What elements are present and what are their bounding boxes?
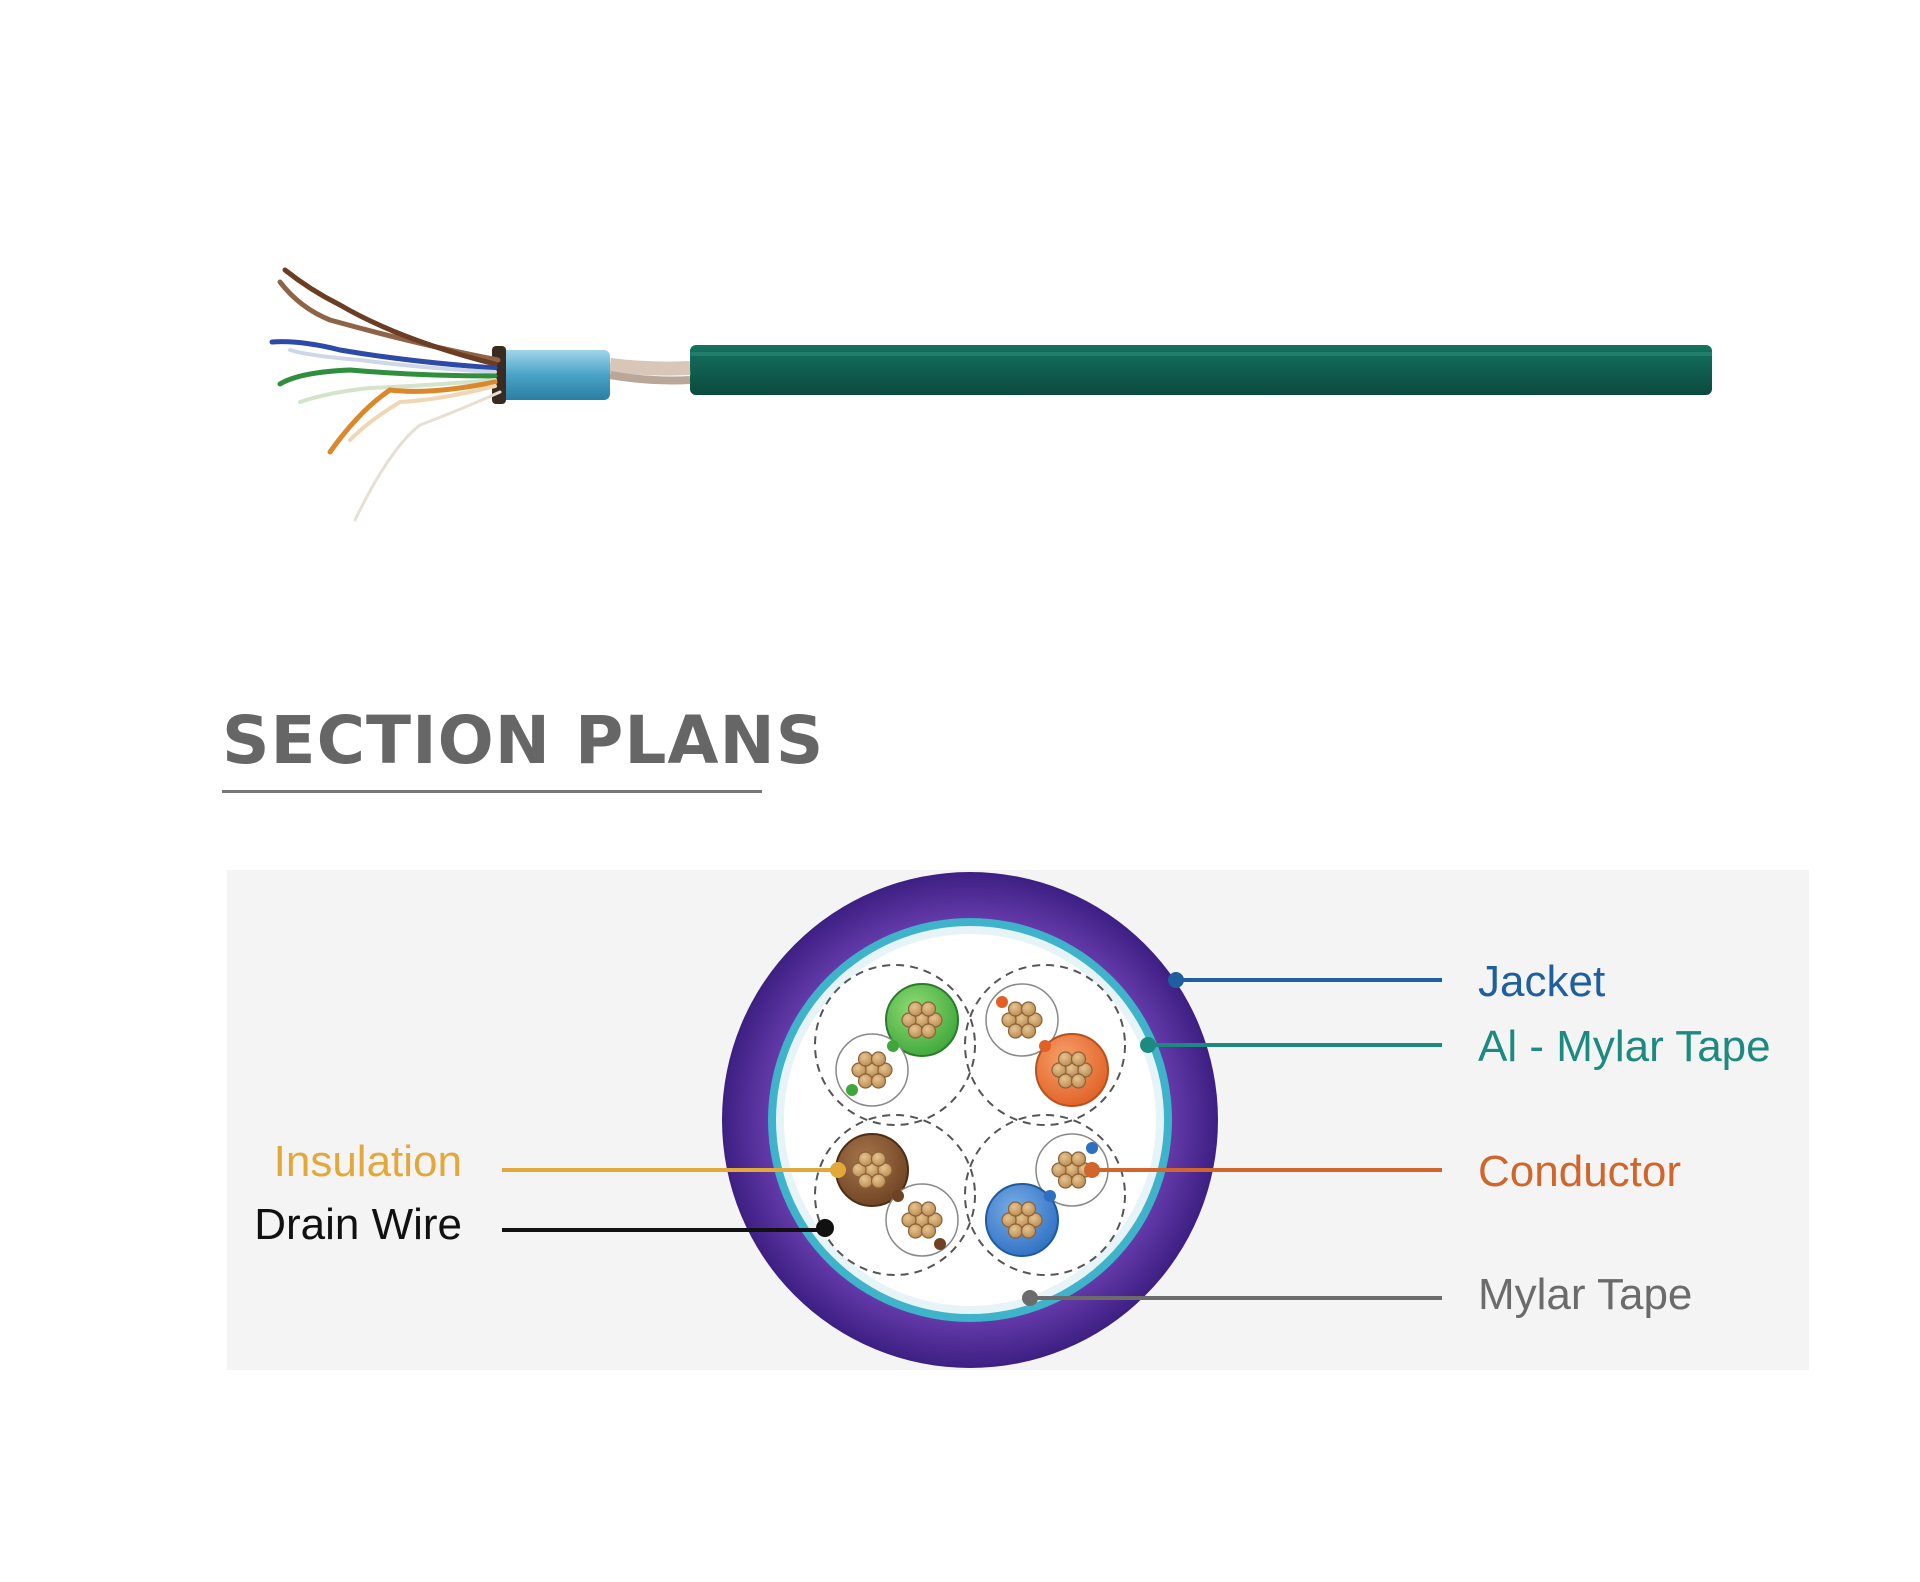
core-area [784,934,1156,1306]
label-al-mylar-tape: Al - Mylar Tape [1478,1025,1771,1069]
label-insulation: Insulation [274,1140,462,1184]
label-drain-wire: Drain Wire [254,1203,462,1247]
label-conductor: Conductor [1478,1150,1681,1194]
label-mylar-tape: Mylar Tape [1478,1273,1692,1317]
label-jacket: Jacket [1478,960,1605,1004]
